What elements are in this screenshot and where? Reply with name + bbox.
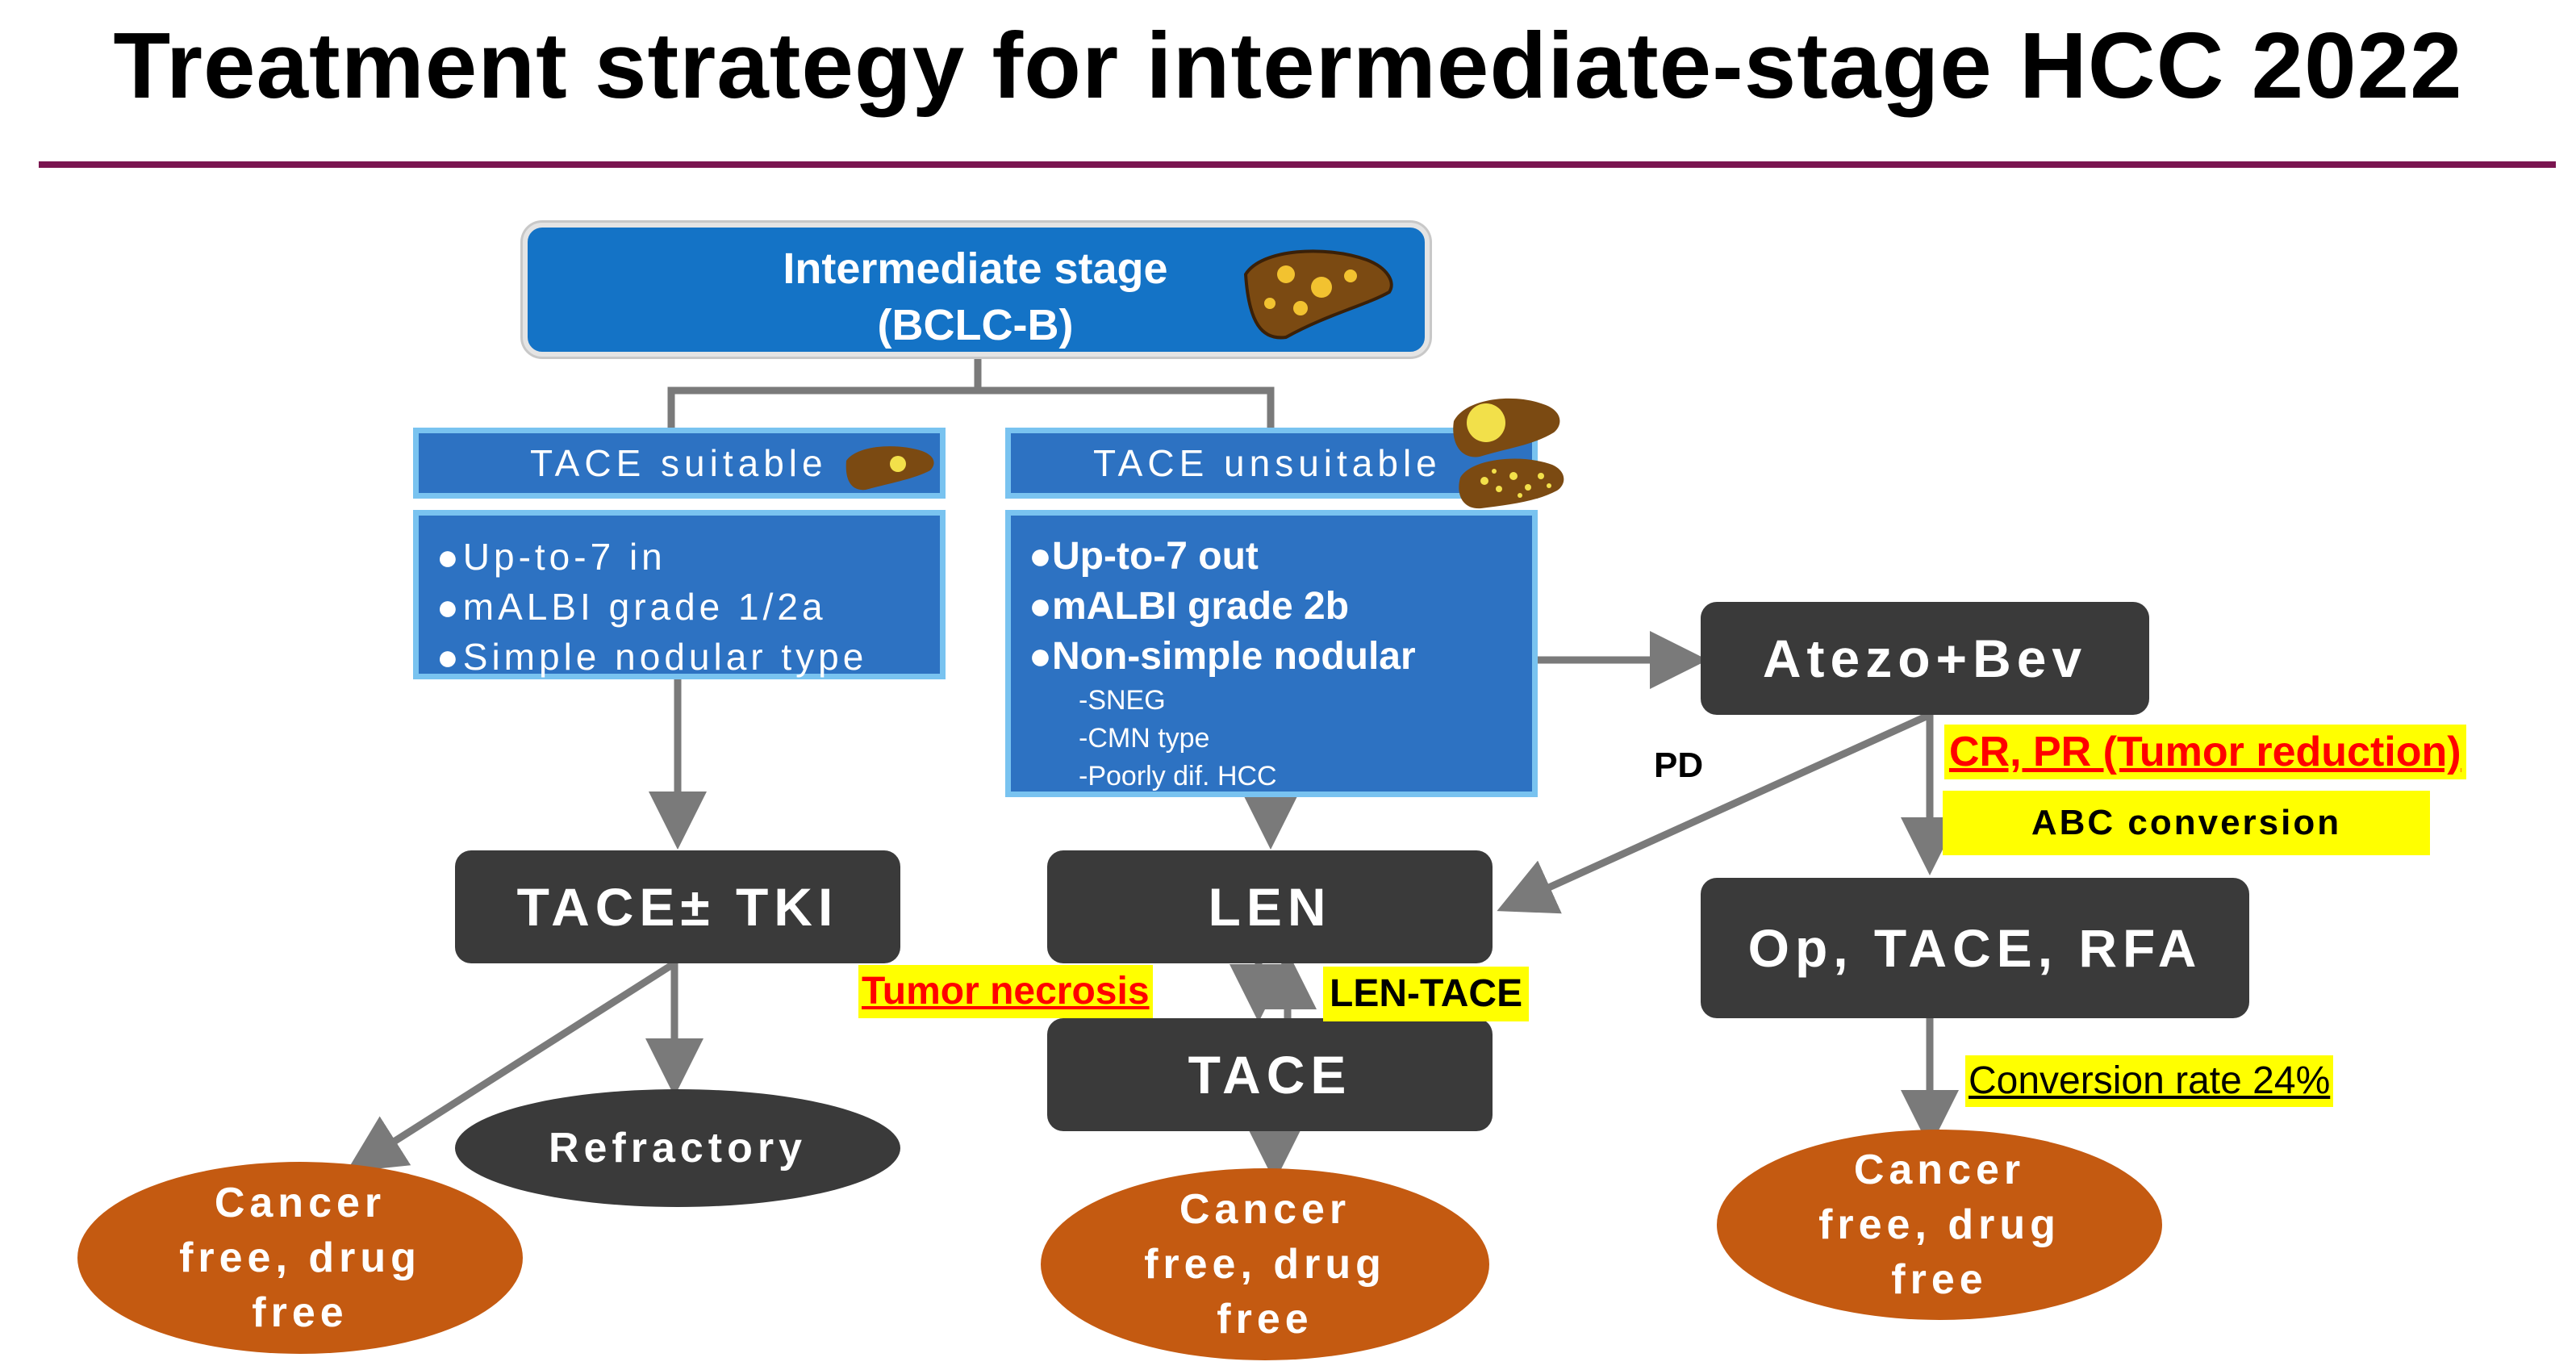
outcome-left-line1: Cancer xyxy=(214,1180,386,1226)
outcome-cancer-free-middle: Cancer free, drug free xyxy=(1041,1168,1489,1360)
outcome-left-line3: free xyxy=(252,1289,349,1336)
outcome-left-line2: free, drug xyxy=(179,1234,421,1281)
outcome-middle-line2: free, drug xyxy=(1144,1241,1386,1288)
cr-pr-label: CR, PR (Tumor reduction) xyxy=(1944,725,2466,779)
tumor-necrosis-label: Tumor necrosis xyxy=(858,965,1153,1018)
subtype-sneg: -SNEG xyxy=(1079,685,1166,716)
bclc-b-label: (BCLC-B) xyxy=(877,301,1074,349)
outcome-middle-line3: free xyxy=(1217,1296,1313,1343)
tace-suitable-label: TACE suitable xyxy=(530,442,828,484)
arrow-tace-tki-to-cancer-free xyxy=(346,960,677,1172)
conversion-rate-label: Conversion rate 24% xyxy=(1965,1055,2334,1107)
criterion-up-to-7-in: ●Up-to-7 in xyxy=(436,536,666,578)
liver-icon xyxy=(1243,249,1393,340)
criterion-malbi-2b: ●mALBI grade 2b xyxy=(1029,585,1350,628)
tace-node: TACE xyxy=(1047,1018,1493,1131)
intermediate-stage-label: Intermediate stage xyxy=(783,244,1168,293)
len-node: LEN xyxy=(1047,850,1493,963)
outcome-right-line2: free, drug xyxy=(1818,1201,2060,1248)
liver-multi-lesion-icon xyxy=(1453,398,1564,509)
len-tace-label: LEN-TACE xyxy=(1323,967,1530,1021)
refractory-oval: Refractory xyxy=(455,1089,900,1207)
intermediate-stage-box: Intermediate stage (BCLC-B) xyxy=(523,223,1430,357)
tace-unsuitable-criteria-box: ●Up-to-7 out ●mALBI grade 2b ●Non-simple… xyxy=(1005,510,1538,797)
outcome-right-line3: free xyxy=(1891,1256,1988,1303)
criterion-up-to-7-out: ●Up-to-7 out xyxy=(1029,535,1259,578)
subtype-poorly-dif: -Poorly dif. HCC xyxy=(1079,761,1277,792)
tace-suitable-criteria-box: ●Up-to-7 in ●mALBI grade 1/2a ●Simple no… xyxy=(413,510,946,679)
abc-conversion-label: ABC conversion xyxy=(1943,791,2430,855)
criterion-malbi-1-2a: ●mALBI grade 1/2a xyxy=(436,586,827,628)
tace-tki-node: TACE± TKI xyxy=(455,850,900,963)
criterion-simple-nodular: ●Simple nodular type xyxy=(436,636,868,678)
tace-unsuitable-header: TACE unsuitable xyxy=(1005,428,1538,499)
liver-single-lesion-icon xyxy=(845,446,934,491)
tace-unsuitable-label: TACE unsuitable xyxy=(1093,442,1442,484)
subtype-cmn: -CMN type xyxy=(1079,723,1210,754)
page-title: Treatment strategy for intermediate-stag… xyxy=(113,13,2463,118)
title-divider xyxy=(39,161,2556,168)
pd-label: PD xyxy=(1654,746,1704,785)
outcome-right-line1: Cancer xyxy=(1853,1147,2026,1193)
op-tace-rfa-node: Op, TACE, RFA xyxy=(1701,878,2249,1018)
outcome-cancer-free-right: Cancer free, drug free xyxy=(1717,1130,2162,1320)
outcome-middle-line1: Cancer xyxy=(1179,1186,1351,1233)
split-connector xyxy=(667,386,1275,428)
arrow-pd-to-len xyxy=(1497,711,1931,914)
criterion-non-simple-nodular: ●Non-simple nodular xyxy=(1029,635,1416,678)
atezo-bev-node: Atezo+Bev xyxy=(1701,602,2149,715)
tace-suitable-header: TACE suitable xyxy=(413,428,946,499)
outcome-cancer-free-left: Cancer free, drug free xyxy=(77,1162,523,1354)
